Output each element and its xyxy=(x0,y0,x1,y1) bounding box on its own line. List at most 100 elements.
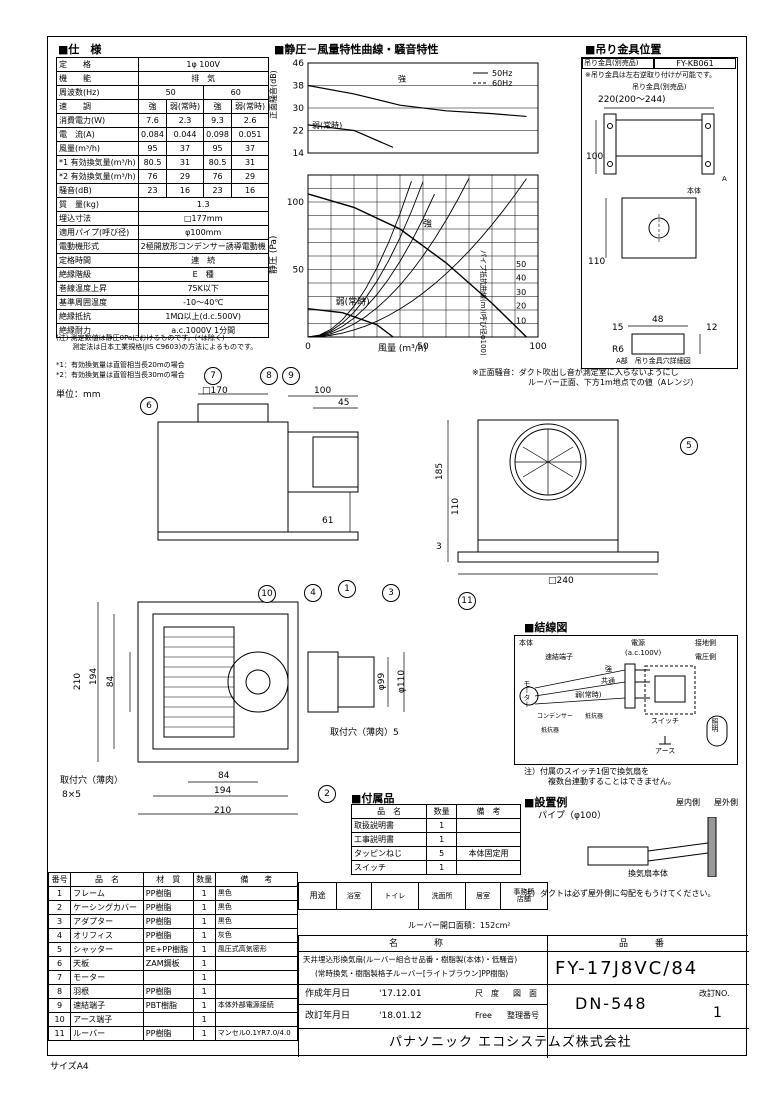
drawing-label-2: 整理番号 xyxy=(507,1011,539,1020)
wiring-terminal: 速結端子 xyxy=(545,653,573,661)
hanger-dim-48: 48 xyxy=(652,315,664,325)
footnote-2: *2：有効換気量は直管相当長30mの場合 xyxy=(56,371,185,379)
spec-value: E 種 xyxy=(137,267,269,282)
noise-ytick: 46 xyxy=(293,59,305,69)
spec-label: 速 調 xyxy=(56,99,139,114)
noise-series-label: 強 xyxy=(398,74,406,84)
wiring-motor: モーター xyxy=(523,680,531,708)
chart-heading: ■静圧－風量特性曲線・騒音特性 xyxy=(274,43,439,56)
callout-9: 9 xyxy=(282,367,300,385)
spec-label: 機 能 xyxy=(56,71,139,86)
spec-value: 16 xyxy=(166,183,204,198)
scale-value: Free xyxy=(475,1011,492,1020)
callout-7: 7 xyxy=(204,367,222,385)
parts-header-cell: 材 質 xyxy=(142,872,194,887)
accessories-heading: ■付属品 xyxy=(351,792,395,805)
callout-1: 1 xyxy=(338,580,356,598)
usage-item: 居室 xyxy=(465,882,501,910)
dim-84-bottom: 84 xyxy=(218,771,230,781)
noise-legend-label: 50Hz xyxy=(492,69,512,78)
spec-value: 37 xyxy=(166,141,204,156)
parts-header: 番号品 名材 質数量備 考 xyxy=(47,872,299,887)
spec-value: 76 xyxy=(137,169,168,184)
pq-xtick: 100 xyxy=(529,342,546,352)
callout-8: 8 xyxy=(260,367,278,385)
spec-label: 周波数(Hz) xyxy=(56,85,139,100)
dim-phi99: φ99 xyxy=(377,672,388,691)
wiring-resistor-1: 抵抗器 xyxy=(541,727,560,734)
spec-value: -10～40℃ xyxy=(137,295,269,310)
pq-ytick: 100 xyxy=(287,198,304,208)
hanger-caption: A部 吊り金具穴詳細図 xyxy=(616,357,691,365)
pq-series-label: 強 xyxy=(423,217,432,229)
dim-210-left: 210 xyxy=(73,672,84,691)
parts-cell xyxy=(142,970,194,985)
parts-cell: 7 xyxy=(47,970,72,985)
pipe-resistance-curve xyxy=(307,181,424,338)
install-drawing xyxy=(587,817,717,877)
accessories-cell: スイッチ xyxy=(350,860,428,875)
parts-header-cell: 品 名 xyxy=(70,872,144,887)
spec-note: (注) 測定数値は静圧0Paにおけるものです。(*は除く) 測定法は日本工業規格… xyxy=(56,334,258,351)
parts-cell: 黒色 xyxy=(214,886,299,901)
wiring-resistor-2: 抵抗器 xyxy=(585,713,604,720)
spec-value: 80.5 xyxy=(137,155,168,170)
parts-cell: 1 xyxy=(192,900,216,915)
parts-cell: PP樹脂 xyxy=(142,928,194,943)
usage-table: 用途浴室トイレ洗面所居室事務所 店舗 xyxy=(297,882,549,910)
parts-cell: 1 xyxy=(192,1026,216,1041)
wiring-strong: 強 xyxy=(605,665,612,673)
wiring-earth: アース xyxy=(655,747,676,755)
pq-ylabel: 静圧 (Pa) xyxy=(268,236,279,274)
parts-cell: 2 xyxy=(47,900,72,915)
parts-cell: 6 xyxy=(47,956,72,971)
install-note: 注）ダクトは必ず屋外側に勾配をもうけてください。 xyxy=(524,889,716,898)
spec-value: 1.3 xyxy=(137,197,269,212)
hole-size: 8×5 xyxy=(62,790,81,800)
parts-cell: 黒色 xyxy=(214,914,299,929)
spec-value: 60 xyxy=(202,85,269,100)
spec-value: 29 xyxy=(231,169,269,184)
accessories-cell xyxy=(456,860,521,875)
revision-label: 改訂NO. xyxy=(699,989,730,998)
opening-area: ルーバー開口面積：152cm² xyxy=(408,921,511,930)
spec-value: φ100mm xyxy=(137,225,269,240)
spec-row: 埋込寸法□177mm xyxy=(56,211,269,226)
dim-84-left: 84 xyxy=(106,675,117,688)
spec-value: 2極開放形コンデンサー誘導電動機 xyxy=(137,239,269,254)
spec-value: 37 xyxy=(231,141,269,156)
wiring-heading: ■結線図 xyxy=(524,621,568,634)
wiring-capacitor: コンデンサー xyxy=(537,713,574,720)
spec-value: 2.3 xyxy=(166,113,204,128)
wiring-light: 照明 xyxy=(711,718,719,732)
hole-label: 取付穴（薄肉）5 xyxy=(330,728,399,738)
parts-cell: フレーム xyxy=(70,886,144,901)
revised-value: '18.01.12 xyxy=(379,1011,422,1021)
parts-cell: アダプター xyxy=(70,914,144,929)
hanger-model: FY-KB061 xyxy=(654,58,736,69)
spec-row: 質 量(kg)1.3 xyxy=(56,197,269,212)
noise-series-line xyxy=(307,84,527,118)
wiring-note: 注）付属のスイッチ1個で換気扇を 複数台連動することはできません。 xyxy=(524,767,676,787)
wiring-power-v: (a.c.100V) xyxy=(625,649,662,657)
spec-value: 76 xyxy=(202,169,233,184)
parts-cell: 灰色 xyxy=(214,928,299,943)
noise-series-label: 弱(常時) xyxy=(312,121,342,130)
parts-cell: シャッター xyxy=(70,942,144,957)
dim-194-left: 194 xyxy=(89,667,100,686)
callout-4: 4 xyxy=(304,584,322,602)
pq-xtick: 0 xyxy=(305,342,311,352)
dim-240: □240 xyxy=(548,576,574,586)
parts-header-cell: 数量 xyxy=(192,872,216,887)
accessories-cell: 取扱説明書 xyxy=(350,818,428,833)
